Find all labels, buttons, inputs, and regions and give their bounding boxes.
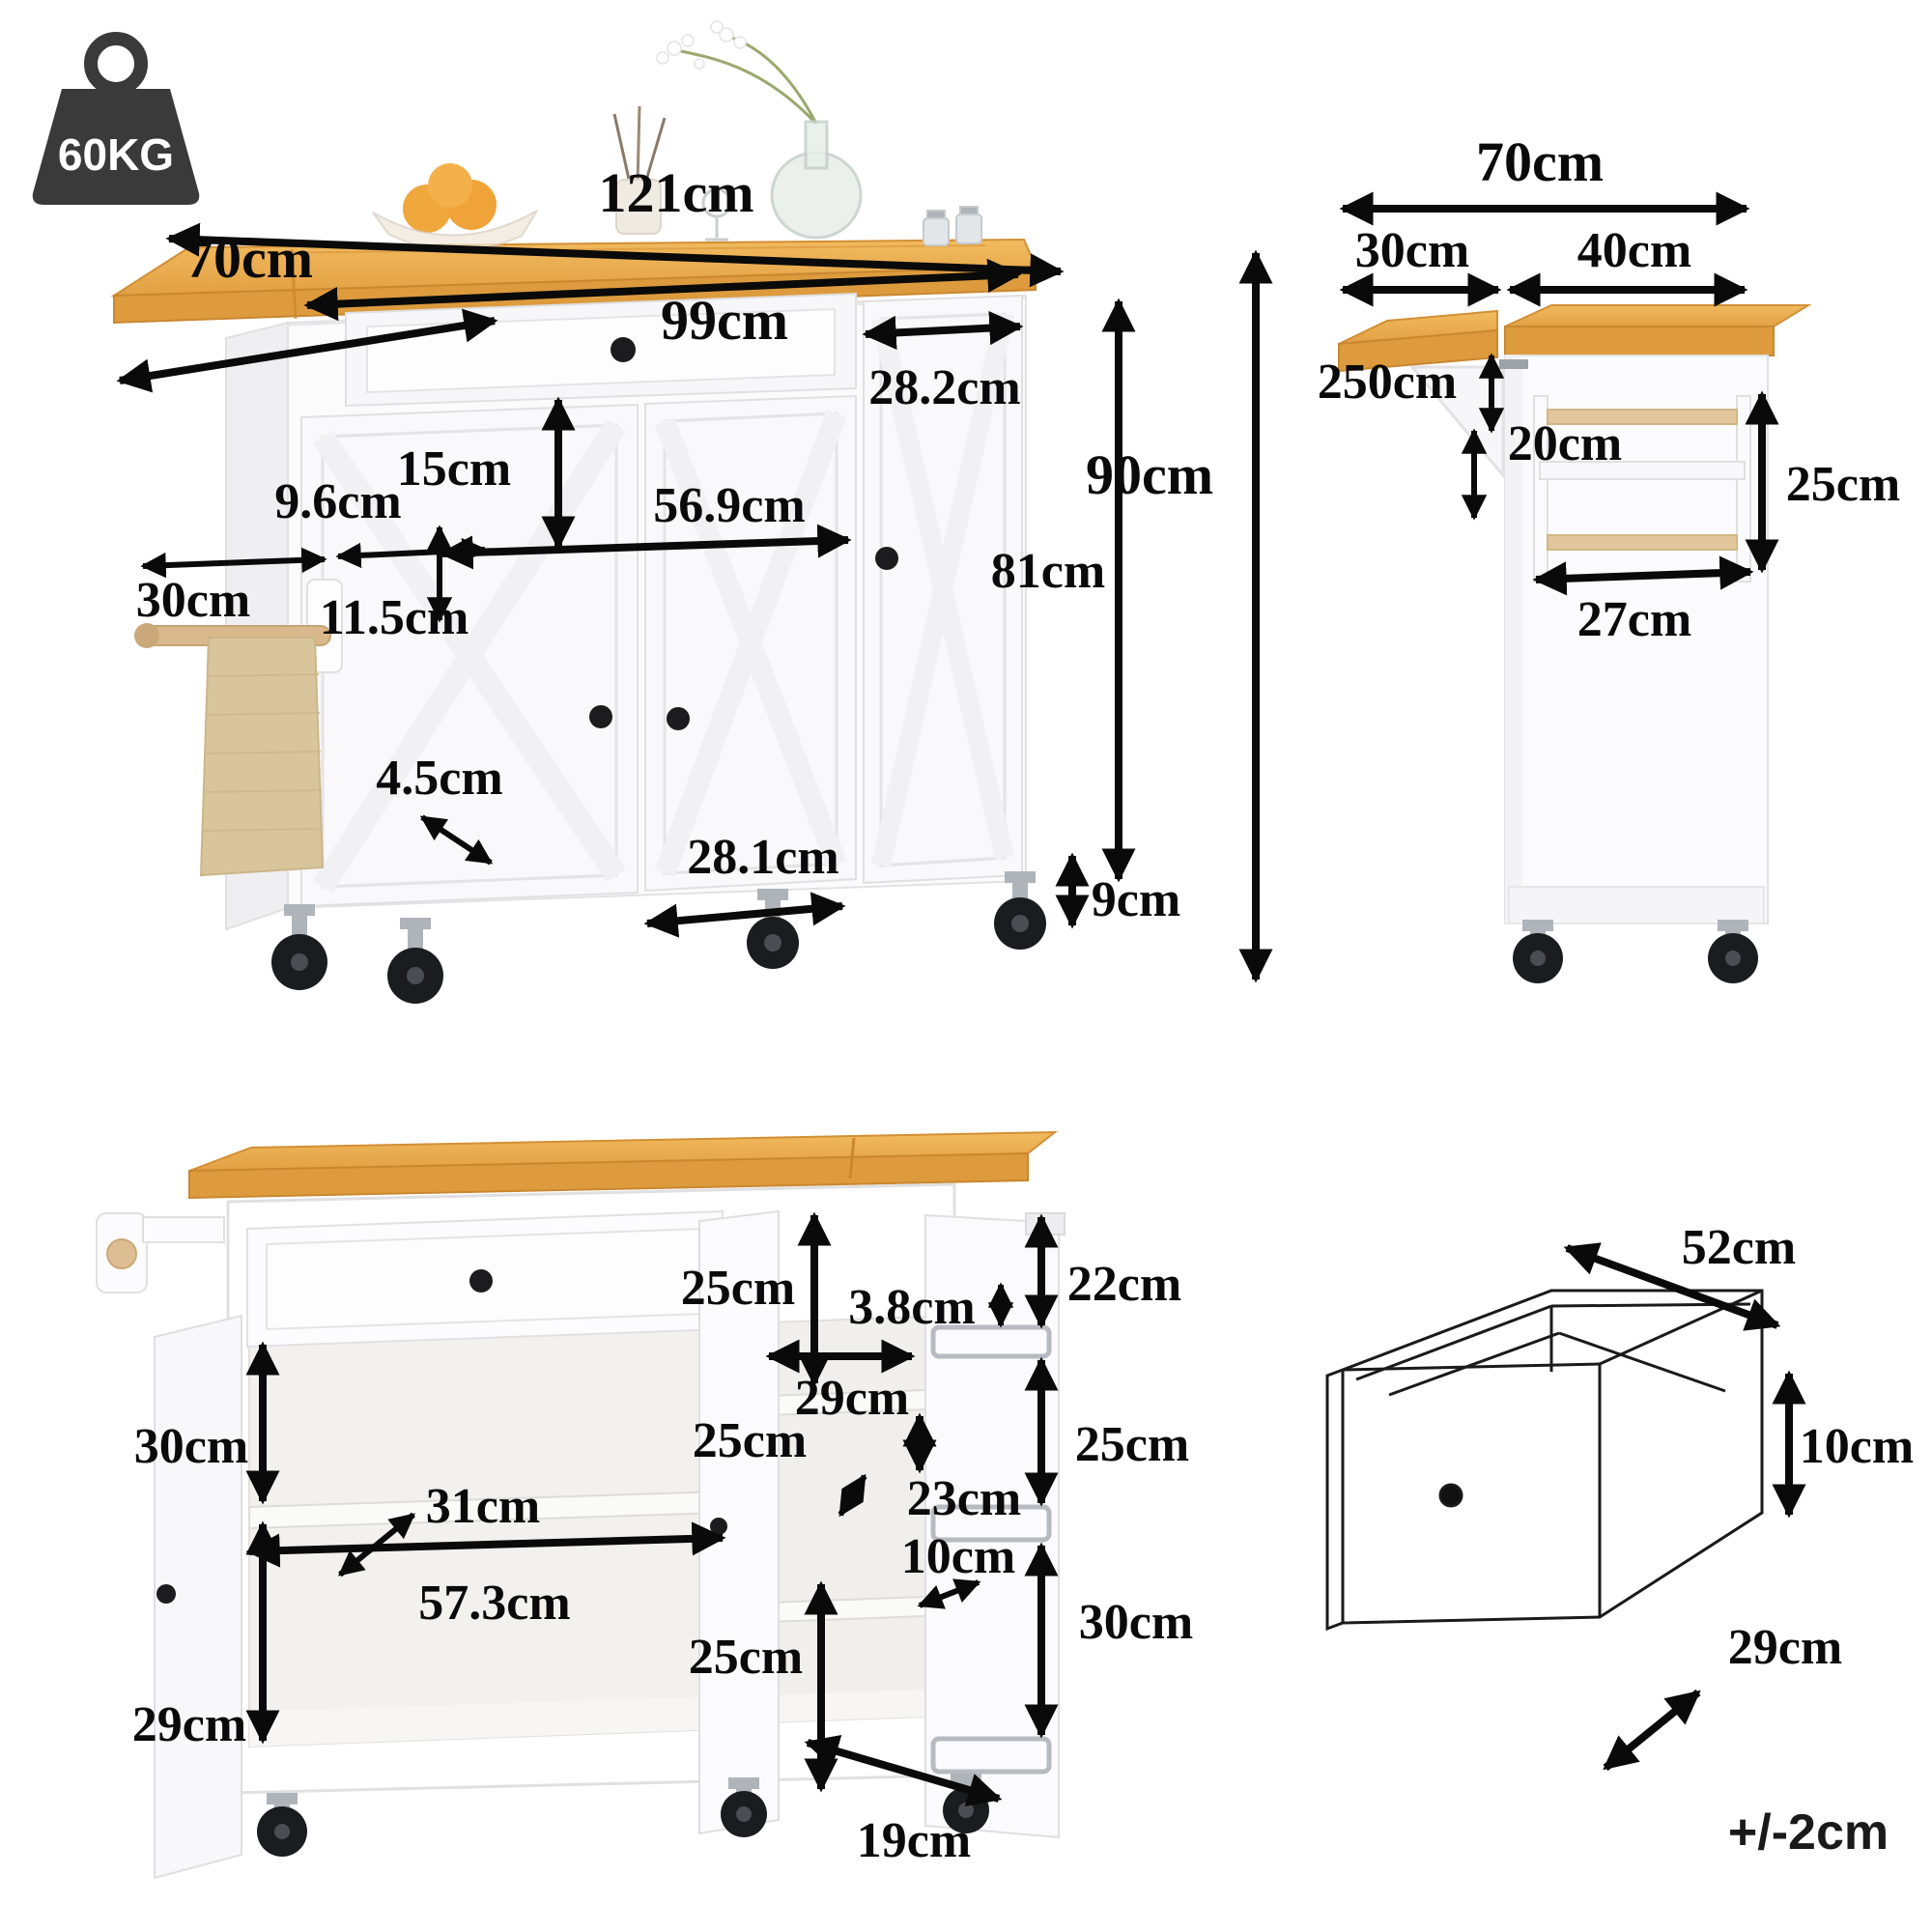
- dim-drawer-width: 52cm: [1681, 1220, 1797, 1275]
- dim-open-door-rack-bottom: 30cm: [1078, 1595, 1194, 1650]
- weight-icon: [32, 32, 200, 205]
- dim-front-caster-height: 9cm: [1091, 872, 1181, 927]
- brush-cup: [612, 105, 667, 235]
- dim-front-rack-height: 9.6cm: [274, 474, 402, 529]
- dim-open-rack-slot-depth: 10cm: [900, 1529, 1016, 1584]
- dim-open-right-shelf-depth: 23cm: [906, 1471, 1022, 1526]
- dim-open-top-cavity: 25cm: [680, 1261, 796, 1316]
- dim-open-middle-height: 25cm: [692, 1413, 808, 1468]
- dim-side-leaf-depth: 30cm: [1354, 223, 1470, 278]
- weight-capacity-label: 60KG: [57, 129, 175, 180]
- dim-side-total-height: 90cm: [1085, 443, 1214, 506]
- dim-front-total-width: 121cm: [598, 161, 754, 224]
- side-spice-rack: [1533, 395, 1751, 582]
- dim-open-upper-left-height: 30cm: [133, 1419, 249, 1474]
- fruit-bowl: [372, 163, 538, 252]
- dim-front-depth: 70cm: [185, 227, 314, 290]
- open-left-door: [154, 1314, 242, 1880]
- dim-side-body-depth: 40cm: [1577, 223, 1692, 278]
- dim-open-door-rack-top: 22cm: [1066, 1257, 1182, 1312]
- dim-front-rack-offset: 11.5cm: [319, 590, 469, 645]
- dim-side-rack-height: 25cm: [1785, 457, 1901, 512]
- tolerance-note: +/-2cm: [1727, 1804, 1889, 1861]
- dimension-arrows: [116, 191, 1806, 1806]
- dim-drawer-depth: 29cm: [1727, 1620, 1843, 1675]
- dim-front-counter-width: 99cm: [660, 289, 789, 352]
- dim-open-upper-right-width: 29cm: [794, 1371, 910, 1426]
- dim-drawer-height: 10cm: [1799, 1419, 1915, 1474]
- dim-side-total-depth: 70cm: [1475, 130, 1605, 193]
- dim-side-bracket-drop: 20cm: [1507, 416, 1623, 471]
- open-drawer: [246, 1209, 724, 1349]
- dim-front-drawer-width: 56.9cm: [653, 478, 806, 533]
- towel: [199, 637, 325, 877]
- dim-open-inner-width: 57.3cm: [418, 1576, 571, 1631]
- dim-open-door-rack-mid: 25cm: [1074, 1417, 1190, 1472]
- dim-side-leaf-drop: 250cm: [1317, 355, 1458, 410]
- open-middle-door: [698, 1209, 780, 1835]
- dim-side-rack-width: 27cm: [1577, 592, 1692, 647]
- dim-open-lower-left-height: 29cm: [131, 1697, 247, 1752]
- front-view-art: [110, 20, 1046, 1004]
- dim-front-drawer-height: 15cm: [396, 441, 512, 497]
- dim-open-shelf-depth: 31cm: [425, 1479, 541, 1534]
- dim-front-door-gap: 4.5cm: [376, 751, 503, 806]
- dim-front-rack-length: 30cm: [135, 573, 251, 628]
- dim-open-shelf-thickness: 3.8cm: [848, 1280, 976, 1335]
- dim-front-body-height: 81cm: [990, 544, 1106, 599]
- dim-front-right-door-width: 28.2cm: [868, 360, 1021, 415]
- dim-open-door-rack-width: 19cm: [856, 1813, 972, 1868]
- side-view-art: [1338, 304, 1812, 983]
- side-casters: [1513, 920, 1758, 983]
- dim-open-lower-cavity: 25cm: [688, 1630, 804, 1685]
- drawer-line-art: [1325, 1289, 1764, 1632]
- dim-front-middle-door-width: 28.1cm: [687, 830, 839, 885]
